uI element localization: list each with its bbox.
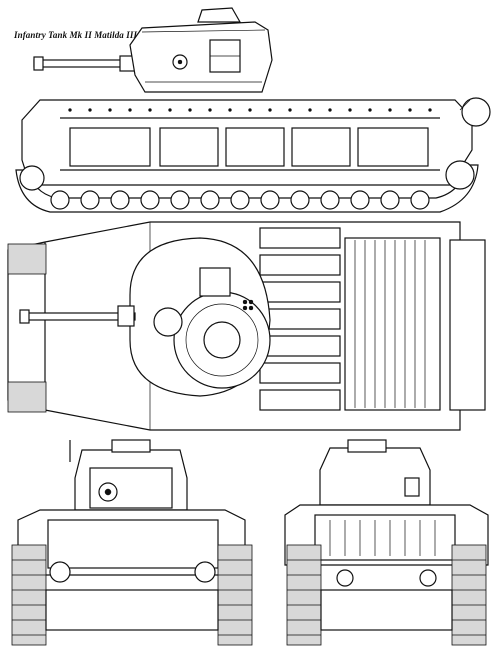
hull-front (17, 509, 246, 583)
tracks-front (11, 544, 253, 646)
rear-view (284, 439, 489, 646)
hull-rear (284, 504, 489, 566)
turret-front (69, 439, 188, 511)
turret-top (129, 237, 271, 397)
turret-side (129, 7, 273, 93)
hull-side (21, 97, 491, 186)
front-view (11, 439, 253, 646)
turret-rear (319, 439, 431, 506)
main-gun-top (19, 305, 136, 327)
track-side (15, 160, 479, 213)
side-view (15, 7, 491, 213)
top-view (7, 221, 486, 431)
drawing-caption: Infantry Tank Mk II Matilda III (14, 30, 138, 40)
main-gun-side (33, 55, 143, 72)
hull-rivets (68, 108, 432, 112)
engine-deck-slats (259, 227, 341, 411)
tracks-rear (286, 544, 487, 646)
fenders-top (7, 243, 47, 413)
rear-grille (344, 237, 441, 411)
